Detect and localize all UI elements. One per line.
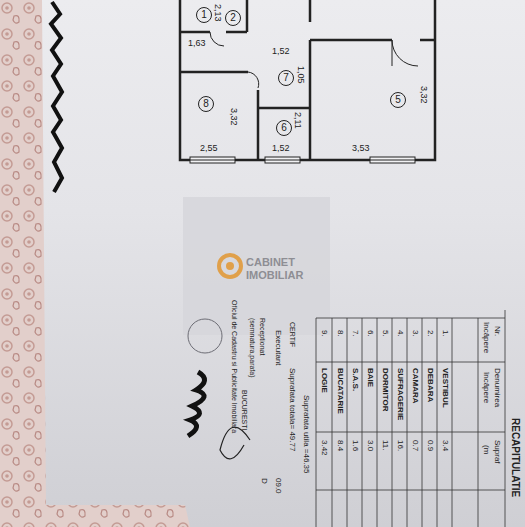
table-cell: 5. xyxy=(380,330,389,337)
stamp-text: Receptionat xyxy=(258,318,266,355)
table-cell: S.A.S. xyxy=(350,368,359,391)
table-cell: Suprafata totala= 49.77 xyxy=(287,368,296,451)
room-number-text: 6 xyxy=(281,123,287,133)
watermark-logo xyxy=(219,255,241,277)
table-cell: CAMARA xyxy=(410,368,419,404)
signature xyxy=(188,372,205,436)
room-number-text: 2 xyxy=(230,13,236,23)
room-number: 7 xyxy=(278,70,294,86)
table-cell: VESTIBUL xyxy=(440,368,449,408)
dimension-label: 1,52 xyxy=(272,46,290,56)
table-cell: 6. xyxy=(365,330,374,337)
room-number-text: 8 xyxy=(203,99,209,109)
table-cell: 3.0 xyxy=(365,440,374,451)
table-header: Supraf xyxy=(492,440,501,464)
table-cell: Executant xyxy=(273,330,282,366)
stamp xyxy=(188,319,222,353)
room-number: 5 xyxy=(390,92,406,108)
table-cell: 1.6 xyxy=(350,440,359,451)
watermark-logo xyxy=(226,262,234,270)
room-number-text: 1 xyxy=(201,10,207,20)
dimension-label: 1,05 xyxy=(296,66,306,84)
table-cell: 9. xyxy=(319,330,328,337)
table-cell: 16. xyxy=(395,440,404,451)
room-number: 8 xyxy=(198,96,214,112)
stamp-text: BUCURESTI xyxy=(240,390,248,430)
room-number: 2 xyxy=(225,10,241,26)
table-cell: SUFRAGERIE xyxy=(395,368,404,420)
dimension-label: 1,52 xyxy=(272,143,290,153)
room-number-text: 5 xyxy=(395,95,401,105)
windows xyxy=(190,157,415,163)
table-cell: 0.9 xyxy=(425,440,434,451)
table-grid xyxy=(316,310,505,527)
stamp-text: CERTIF xyxy=(288,322,296,347)
dimension-label: 2,55 xyxy=(200,143,218,153)
table-header: (m xyxy=(481,445,490,454)
dimension-label: 2,13 xyxy=(213,4,223,22)
table-header: încăpere xyxy=(481,322,490,353)
paper xyxy=(42,0,525,527)
redaction xyxy=(51,2,62,192)
doors xyxy=(210,32,418,88)
table-cell: 3. xyxy=(410,330,419,337)
table-cell: 8. xyxy=(335,330,344,337)
table-cell: DORMITOR xyxy=(380,368,389,411)
table-cell: BAIE xyxy=(365,368,374,387)
room-number-text: 7 xyxy=(283,73,289,83)
table-cell: Suprafata utila =46.35 xyxy=(301,395,310,474)
table-cell: 3.4 xyxy=(440,440,449,451)
stamp-text: (semnatura,parafa) xyxy=(248,318,256,378)
room-number: 1 xyxy=(196,7,212,23)
table-cell: BUCATARIE xyxy=(335,368,344,414)
table-cell: D xyxy=(259,478,268,484)
table-cell: 7. xyxy=(350,330,359,337)
table-cell: 09.0 xyxy=(273,478,282,494)
dimension-label: 1,63 xyxy=(188,38,206,48)
floor-plan xyxy=(180,0,435,160)
table-title: RECAPITULATIE xyxy=(509,418,521,497)
watermark-panel xyxy=(183,197,330,335)
watermark-text: CABINET IMOBILIAR xyxy=(246,256,320,281)
table-cell: 3.42 xyxy=(319,440,328,456)
table-cell: 2. xyxy=(425,330,434,337)
room-number: 6 xyxy=(276,120,292,136)
table-cell: 4. xyxy=(395,330,404,337)
dimension-label: 3,32 xyxy=(229,108,239,126)
table-cell: DEBARA xyxy=(425,368,434,402)
table-cell: 0.7 xyxy=(410,440,419,451)
dimension-label: 3,32 xyxy=(419,86,429,104)
table-header: Denumirea xyxy=(492,368,501,407)
table-cell: 11. xyxy=(380,440,389,451)
table-cell: 8.4 xyxy=(335,440,344,451)
stamp-text: Oficiul de Cadastru si Publicitate Imobi… xyxy=(230,300,238,433)
dimension-label: 3,53 xyxy=(352,143,370,153)
table-header: Nr. xyxy=(492,326,501,336)
table-cell: 1. xyxy=(440,330,449,337)
dimension-label: 2,11 xyxy=(293,112,303,129)
table-header: încăpere xyxy=(481,372,490,403)
table-cell: LOGIE xyxy=(319,368,328,393)
